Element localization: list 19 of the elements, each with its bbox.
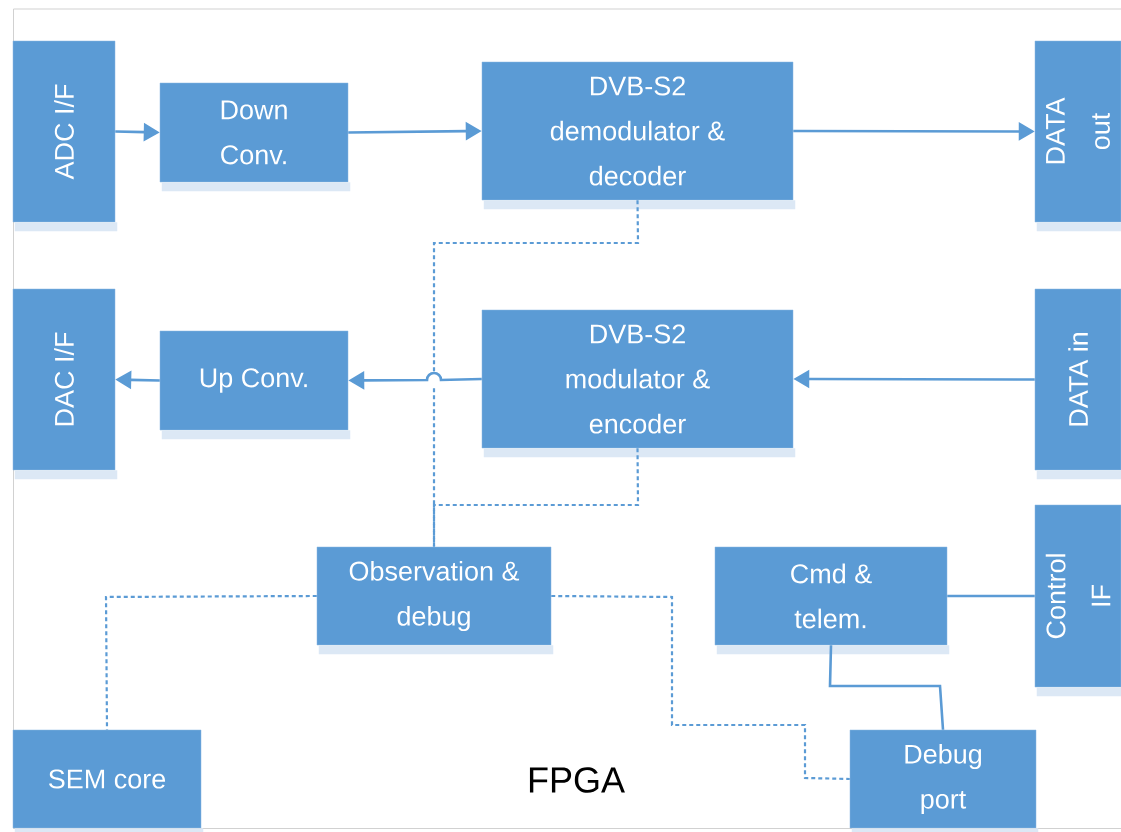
process-box: Debug port [849,729,1039,832]
connector [104,594,317,730]
process-box: DVB-S2 modulator & encoder [481,309,796,458]
process-box: DVB-S2 demodulator & decoder [481,61,796,210]
process-box: Cmd & telem. [714,546,950,655]
connector [947,594,1035,598]
connector [828,645,945,730]
process-box: Observation & debug [316,546,554,655]
connector [551,594,850,781]
process-box: SEM core [12,729,204,832]
process-box: Down Conv. [159,82,351,192]
interface-box: DAC I/F [12,288,118,480]
interface-box: ADC I/F [12,40,118,232]
interface-box: DATA in [1034,288,1121,480]
process-box: Up Conv. [159,330,351,440]
connector [432,200,640,547]
interface-box: DATA out [1034,40,1121,232]
interface-box: Control IF [1034,504,1121,697]
connector [432,448,640,547]
